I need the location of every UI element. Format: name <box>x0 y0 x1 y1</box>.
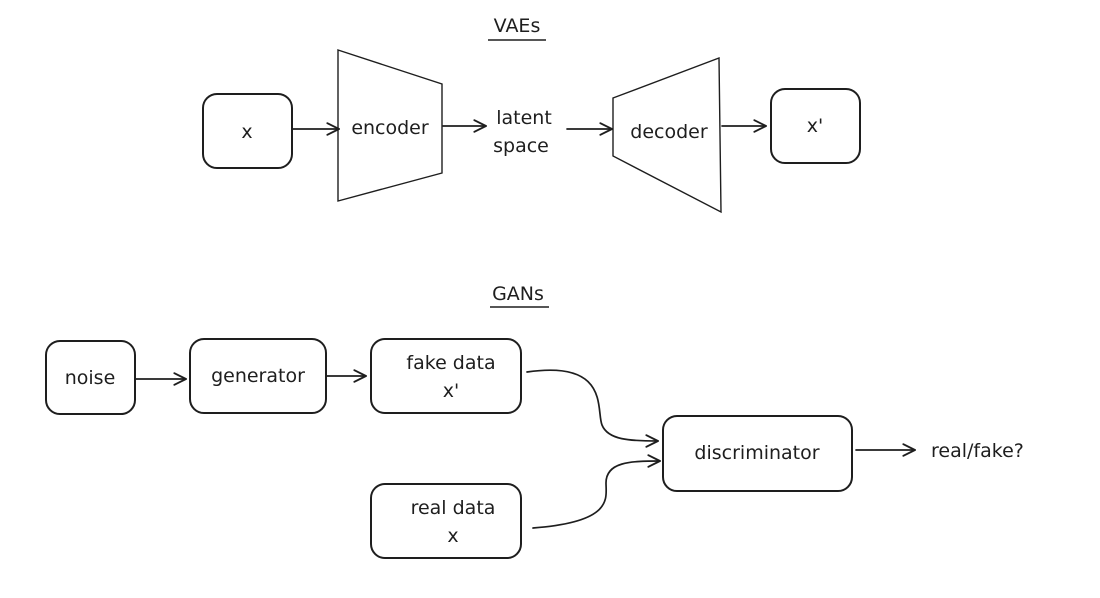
latent-label-line2: space <box>493 135 549 157</box>
gan-output-label: real/fake? <box>931 440 1024 462</box>
latent-space-node: latent space <box>493 107 552 157</box>
vae-title: VAEs <box>494 15 541 37</box>
discriminator-node: discriminator <box>662 415 853 492</box>
noise-label: noise <box>65 367 116 389</box>
vae-section: VAEs x encoder latent space decoder x' <box>202 15 861 214</box>
encoder-node: encoder <box>337 49 443 202</box>
latent-label-line1: latent <box>496 107 552 129</box>
real-data-label-line2: x <box>447 525 458 547</box>
real-data-label-line1: real data <box>411 497 496 519</box>
discriminator-label: discriminator <box>694 442 819 464</box>
real-data-node: real data x <box>370 483 522 559</box>
edge-fake-to-discriminator <box>526 369 659 448</box>
vae-output-node: x' <box>770 88 861 164</box>
generator-node: generator <box>189 338 327 414</box>
generator-label: generator <box>211 365 305 387</box>
edge-real-to-discriminator <box>532 454 661 529</box>
fake-data-node: fake data x' <box>370 338 522 414</box>
vae-input-node: x <box>202 93 293 169</box>
vae-input-label: x <box>241 121 252 143</box>
gan-section: GANs noise generator fake data x' real d… <box>45 283 1024 559</box>
gan-title: GANs <box>492 283 544 305</box>
fake-data-label-line1: fake data <box>406 352 495 374</box>
vae-output-label: x' <box>807 115 823 137</box>
decoder-node: decoder <box>612 56 722 214</box>
decoder-label: decoder <box>630 121 708 143</box>
noise-node: noise <box>45 340 136 415</box>
encoder-label: encoder <box>351 117 429 139</box>
fake-data-label-line2: x' <box>443 380 459 402</box>
